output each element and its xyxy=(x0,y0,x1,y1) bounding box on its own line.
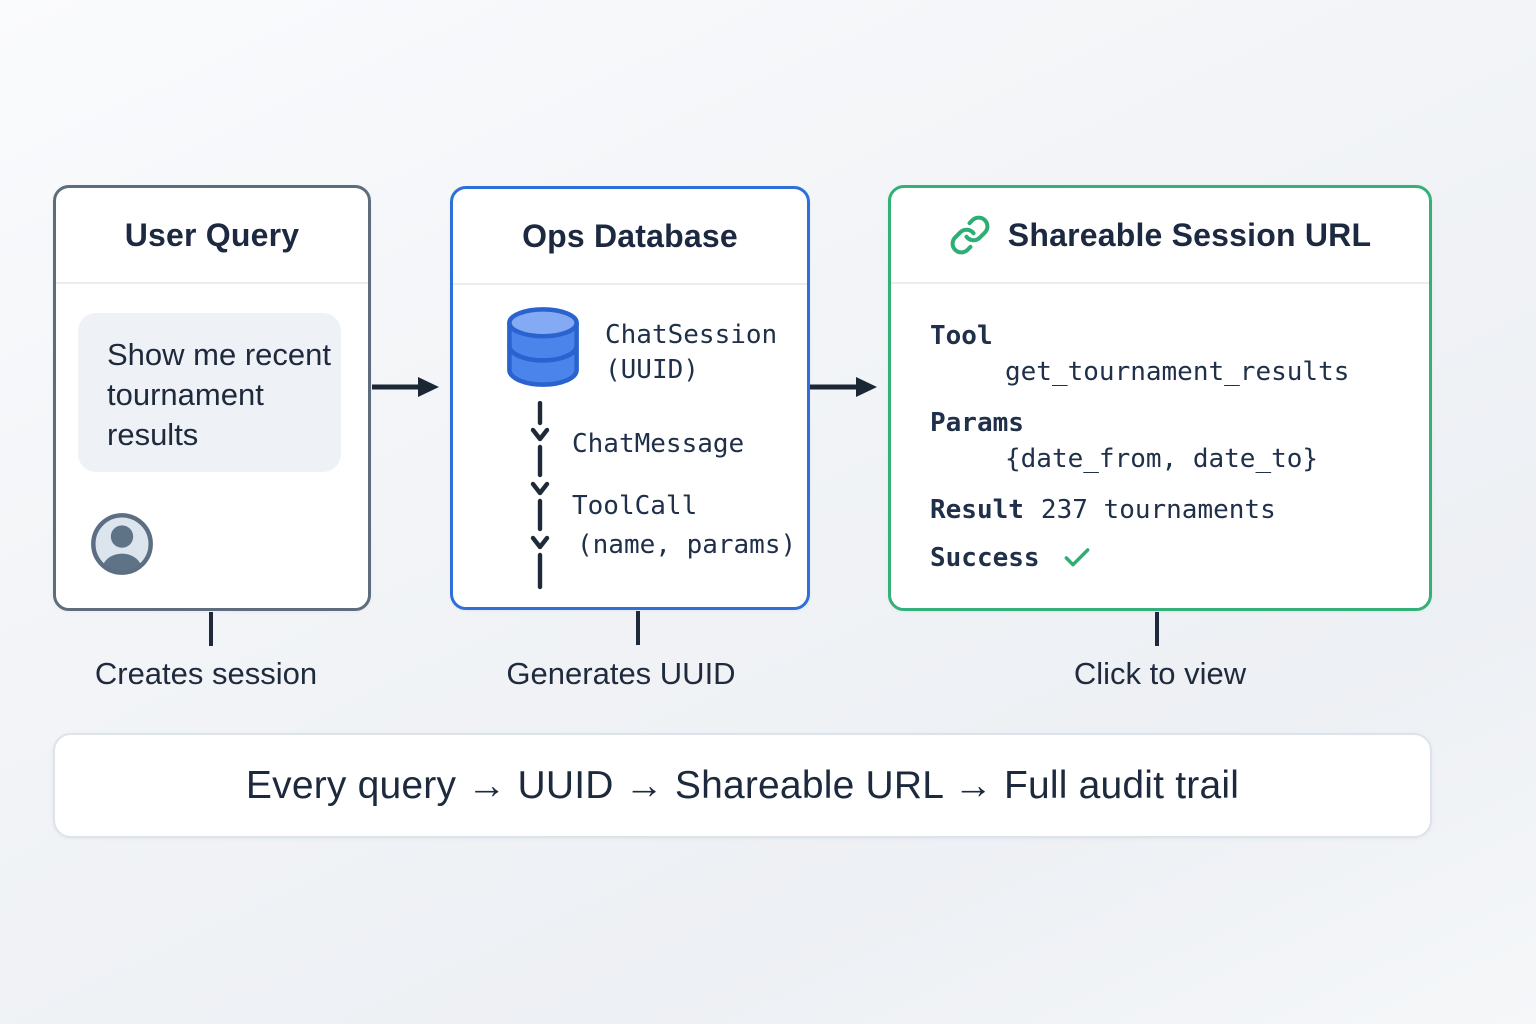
user-query-box: User Query Show me recent tournament res… xyxy=(53,185,371,611)
ops-database-box: Ops Database ChatSession (UUID) xyxy=(450,186,810,610)
shareable-url-header: Shareable Session URL xyxy=(891,188,1429,284)
entity-chatsession-uuid: (UUID) xyxy=(605,355,699,385)
entity-chatmessage: ChatMessage xyxy=(572,429,745,459)
summary-banner: Every query → UUID → Shareable URL → Ful… xyxy=(53,733,1432,838)
user-query-body: Show me recent tournament results xyxy=(56,284,368,606)
chat-bubble: Show me recent tournament results xyxy=(78,313,341,472)
ops-database-body: ChatSession (UUID) ChatMessage ToolCall … xyxy=(453,285,807,605)
dashed-flow-arrow-icon xyxy=(526,400,554,598)
params-label: Params xyxy=(930,408,1024,438)
result-value: 237 tournaments xyxy=(1040,495,1276,525)
tool-value: get_tournament_results xyxy=(1005,357,1350,387)
result-row: Result 237 tournaments xyxy=(930,495,1276,525)
ops-database-title: Ops Database xyxy=(522,217,738,254)
params-value: {date_from, date_to} xyxy=(1005,444,1319,474)
user-query-title: User Query xyxy=(124,216,300,253)
arrow-right-icon xyxy=(372,374,440,405)
caption-generates-uuid: Generates UUID xyxy=(506,656,736,691)
database-icon xyxy=(500,304,586,395)
check-icon xyxy=(1061,542,1093,574)
tool-label: Tool xyxy=(930,321,993,351)
connector-line xyxy=(1155,612,1159,646)
summary-banner-text: Every query → UUID → Shareable URL → Ful… xyxy=(245,763,1240,807)
link-icon xyxy=(949,214,991,256)
success-label: Success xyxy=(930,543,1040,573)
caption-creates-session: Creates session xyxy=(94,656,318,691)
caption-click-to-view: Click to view xyxy=(1073,656,1247,691)
connector-line xyxy=(636,611,640,645)
entity-chatsession: ChatSession xyxy=(605,320,778,350)
arrow-right-icon xyxy=(810,374,878,405)
connector-line xyxy=(209,612,213,646)
success-row: Success xyxy=(930,542,1093,574)
ops-database-header: Ops Database xyxy=(453,189,807,285)
shareable-url-body: Tool get_tournament_results Params {date… xyxy=(891,284,1429,606)
user-avatar-icon xyxy=(88,510,156,583)
entity-toolcall-params: (name, params) xyxy=(577,530,797,560)
user-query-header: User Query xyxy=(56,188,368,284)
result-label: Result xyxy=(930,495,1024,525)
entity-toolcall: ToolCall xyxy=(572,491,698,521)
shareable-url-title: Shareable Session URL xyxy=(1007,216,1372,253)
shareable-url-box: Shareable Session URL Tool get_tournamen… xyxy=(888,185,1432,611)
